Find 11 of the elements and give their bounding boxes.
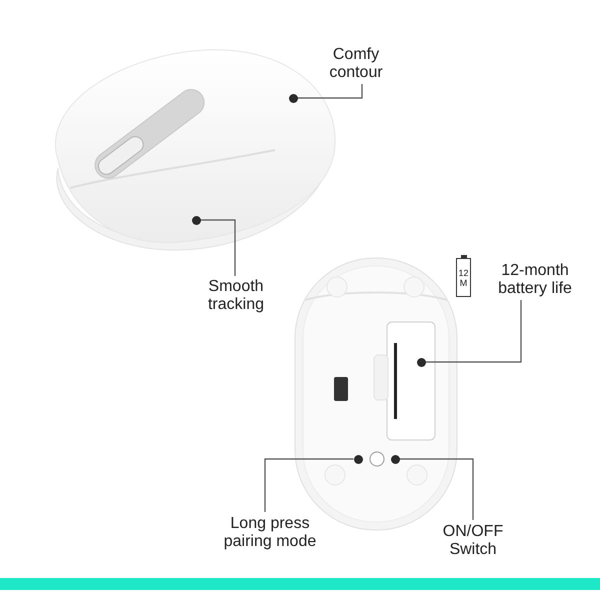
leader-line bbox=[400, 458, 474, 520]
callout-text: 12-month battery life bbox=[497, 262, 573, 298]
callout-text: Smooth tracking bbox=[206, 278, 266, 314]
callout-text: Long press pairing mode bbox=[222, 515, 318, 551]
callout-text: ON/OFF Switch bbox=[442, 523, 504, 559]
leader-line bbox=[426, 300, 522, 363]
battery-icon: 12 M bbox=[456, 255, 471, 297]
leader-line bbox=[298, 84, 363, 99]
callout-text: Comfy contour bbox=[328, 46, 384, 82]
leader-line bbox=[264, 458, 354, 512]
leader-line bbox=[200, 219, 236, 276]
